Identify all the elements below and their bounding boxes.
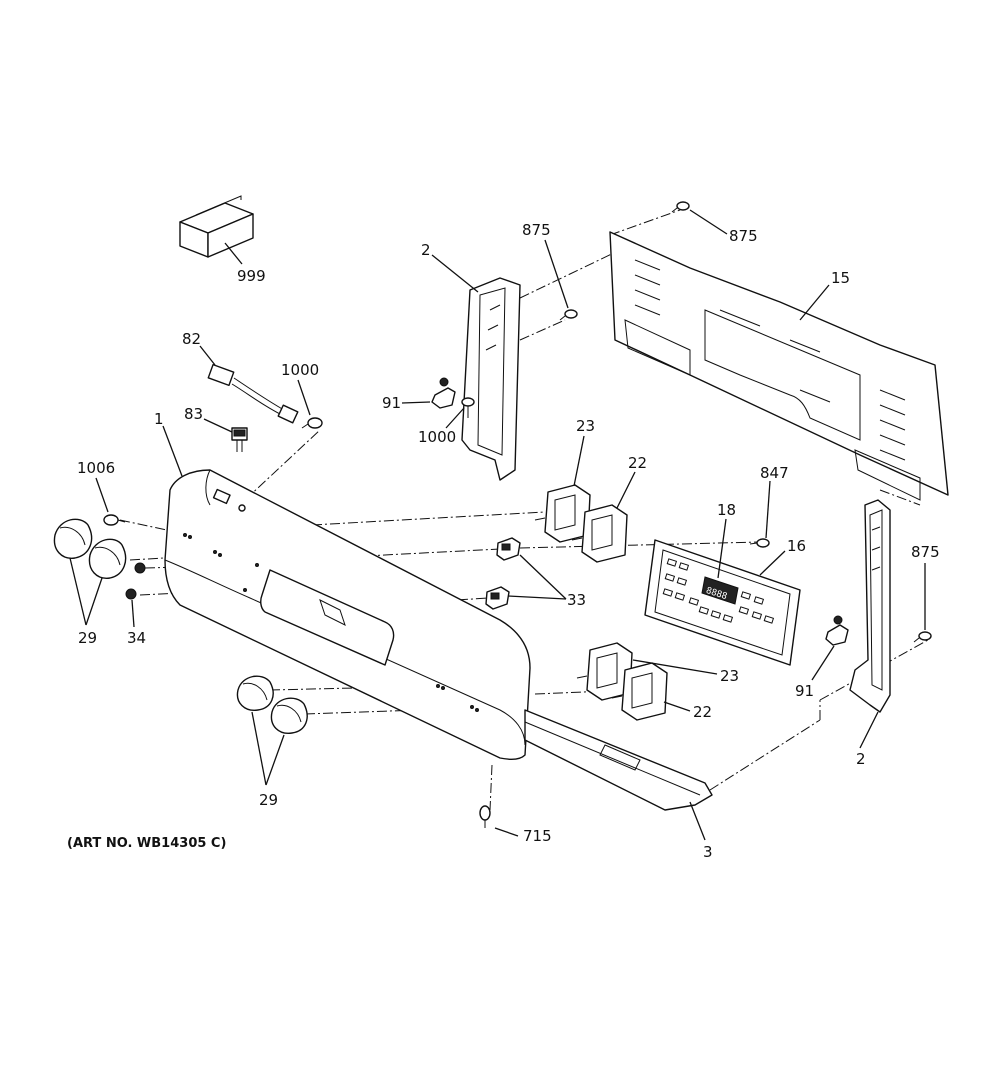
part-875-screw-c (913, 631, 932, 643)
part-22-switch-upper (571, 504, 628, 563)
callout-3: 3 (703, 843, 713, 861)
part-23-switch-upper (534, 484, 591, 543)
part-715-screw (479, 805, 491, 828)
part-29-knobs-lower (236, 675, 308, 734)
callout-1000: 1000 (281, 361, 319, 379)
callout-875: 875 (729, 227, 758, 245)
callout-875: 875 (911, 543, 940, 561)
callout-91: 91 (795, 682, 814, 700)
callout-18: 18 (717, 501, 736, 519)
callout-23: 23 (576, 417, 595, 435)
callout-999: 999 (237, 267, 266, 285)
callout-33: 33 (567, 591, 586, 609)
part-34-caps (125, 562, 146, 600)
callout-29: 29 (78, 629, 97, 647)
callout-1: 1 (154, 410, 164, 428)
part-15-rear-panel (609, 231, 949, 501)
part-1-control-panel (164, 469, 531, 760)
callout-2: 2 (856, 750, 866, 768)
part-91-clip-right (825, 615, 849, 646)
part-999-box (179, 195, 254, 258)
part-3-trim-rail (524, 709, 713, 811)
callout-labels: 999 82 1000 83 1 1006 29 34 29 2 91 1000… (67, 221, 940, 861)
callout-1000: 1000 (418, 428, 456, 446)
part-16-control-board: 8888 (644, 539, 801, 666)
callout-715: 715 (523, 827, 552, 845)
rear-panel-vents-right (879, 389, 906, 461)
callout-847: 847 (760, 464, 789, 482)
callout-91: 91 (382, 394, 401, 412)
callout-23: 23 (720, 667, 739, 685)
callout-83: 83 (184, 405, 203, 423)
control-board-keypad (662, 558, 775, 624)
callout-15: 15 (831, 269, 850, 287)
callout-82: 82 (182, 330, 201, 348)
part-875-screw-a (559, 309, 578, 321)
part-91-clip-upper (431, 377, 456, 409)
callout-875: 875 (522, 221, 551, 239)
part-2-side-bracket-upper (461, 277, 521, 481)
part-1000-screw-center (461, 397, 475, 418)
callout-34: 34 (127, 629, 146, 647)
art-number: (ART NO. WB14305 C) (67, 836, 226, 851)
part-82-wire-harness (207, 363, 299, 424)
rear-panel-vents-left (634, 259, 661, 316)
part-83-switch (231, 427, 248, 452)
part-29-knobs-left (53, 518, 127, 579)
callout-2: 2 (421, 241, 431, 259)
part-33-rocker-switches (485, 537, 521, 610)
part-1000-screw-left (301, 417, 323, 429)
part-875-screw-b (671, 201, 690, 213)
part-847-screw (749, 538, 770, 548)
part-1006-screw (103, 514, 126, 526)
callout-22: 22 (693, 703, 712, 721)
part-2-side-bracket-right (849, 499, 891, 713)
callout-1006: 1006 (77, 459, 115, 477)
callout-16: 16 (787, 537, 806, 555)
callout-29: 29 (259, 791, 278, 809)
leader-lines (69, 209, 926, 841)
callout-22: 22 (628, 454, 647, 472)
